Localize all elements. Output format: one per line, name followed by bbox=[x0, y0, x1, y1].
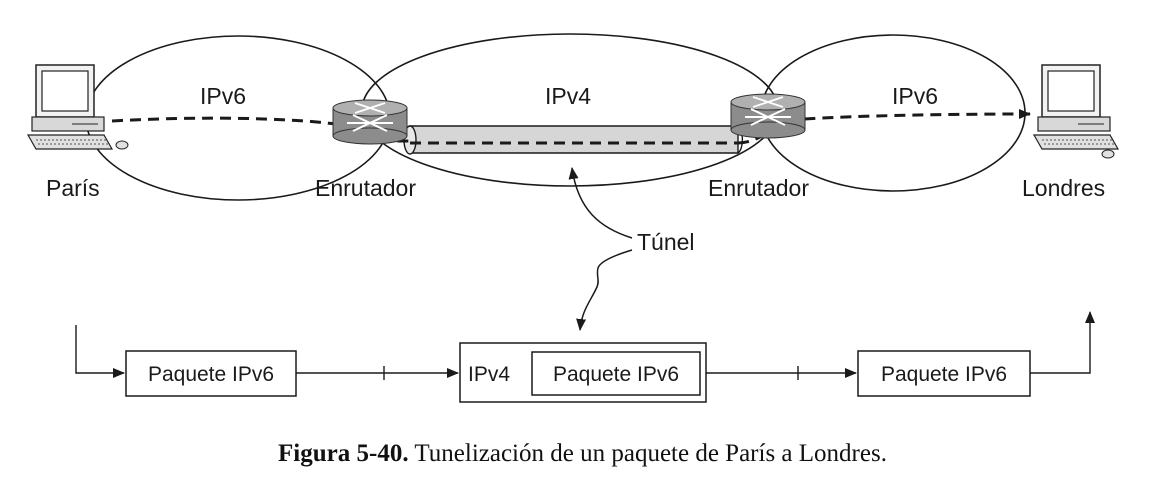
label-ipv6-left: IPv6 bbox=[200, 83, 246, 109]
computer-londres-icon bbox=[1032, 64, 1120, 159]
ipv4-network bbox=[361, 33, 779, 187]
tunnel-pointer-down bbox=[576, 249, 633, 331]
packet-box-first bbox=[125, 350, 297, 397]
packet-box-last bbox=[857, 350, 1031, 397]
router-right-icon bbox=[730, 93, 806, 139]
label-tunnel: Túnel bbox=[637, 229, 695, 255]
packet-label-inner: Paquete IPv6 bbox=[553, 363, 679, 386]
figure-caption: Figura 5-40. Tunelización de un paquete … bbox=[0, 440, 1165, 468]
label-router-left: Enrutador bbox=[315, 175, 416, 201]
packet-path-ipv6-left bbox=[111, 116, 410, 143]
label-router-right: Enrutador bbox=[708, 175, 809, 201]
tunnel bbox=[403, 125, 744, 155]
packet-label-first: Paquete IPv6 bbox=[148, 363, 274, 386]
figure-number: Figura 5-40. bbox=[278, 440, 409, 467]
label-ipv4: IPv4 bbox=[545, 83, 591, 109]
packet-flow bbox=[75, 311, 1095, 380]
label-londres: Londres bbox=[1022, 175, 1105, 201]
computer-paris-icon bbox=[26, 64, 129, 150]
figure-caption-text: Tunelización de un paquete de París a Lo… bbox=[414, 440, 887, 467]
router-left-icon bbox=[332, 99, 408, 145]
tunnel-pointer-up bbox=[568, 167, 633, 239]
label-paris: París bbox=[46, 175, 100, 201]
label-ipv6-right: IPv6 bbox=[892, 83, 938, 109]
packet-label-ipv4-header: IPv4 bbox=[468, 363, 510, 386]
packet-label-last: Paquete IPv6 bbox=[881, 363, 1007, 386]
packet-box-inner bbox=[531, 351, 701, 396]
